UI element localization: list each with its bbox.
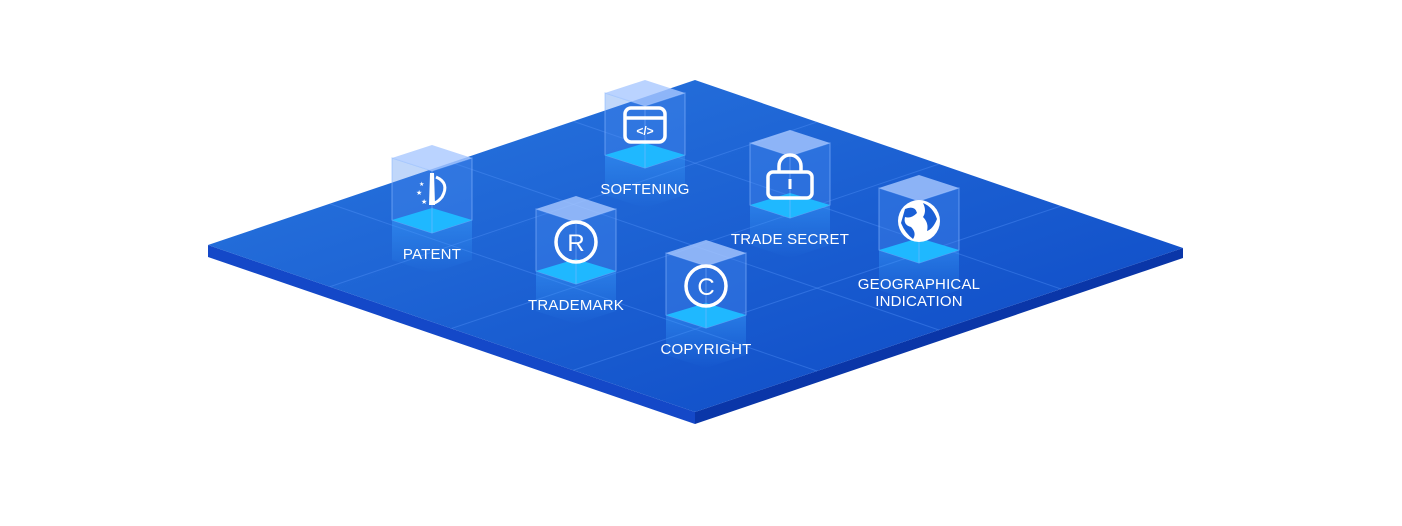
label-patent: PATENT xyxy=(402,246,462,263)
light-column xyxy=(750,205,830,258)
platform-side-left xyxy=(208,245,695,424)
label-line: INDICATION xyxy=(875,293,963,310)
lock-icon xyxy=(766,153,814,200)
platform-side-right xyxy=(695,248,1183,424)
cube-trade-secret[interactable] xyxy=(749,130,831,258)
cube-trademark[interactable]: R xyxy=(535,196,617,324)
patent-icon: ★★★ xyxy=(416,173,447,206)
label-copyright: COPYRIGHT xyxy=(660,341,752,358)
cube-top xyxy=(536,196,616,222)
svg-text:★: ★ xyxy=(416,189,422,197)
light-column xyxy=(536,271,616,324)
cube-top xyxy=(879,175,959,201)
cube-top xyxy=(392,145,472,171)
label-line: GEOGRAPHICAL xyxy=(857,276,981,293)
globe-icon xyxy=(898,200,940,242)
code-window-icon: </> xyxy=(623,106,667,144)
copyright-icon: C xyxy=(684,264,728,308)
cube-copyright[interactable]: C xyxy=(665,240,747,368)
label-softening: SOFTENING xyxy=(600,181,690,198)
svg-text:★: ★ xyxy=(419,181,424,188)
cube-patent[interactable]: ★★★ xyxy=(391,145,473,273)
light-column xyxy=(392,220,472,273)
cube-top xyxy=(666,240,746,266)
svg-text:C: C xyxy=(697,274,714,301)
svg-text:★: ★ xyxy=(421,198,427,206)
label-trademark: TRADEMARK xyxy=(528,297,624,314)
light-column xyxy=(666,315,746,368)
svg-text:R: R xyxy=(567,230,584,257)
cube-geographical-indication[interactable] xyxy=(878,175,960,303)
cube-softening[interactable]: </> xyxy=(604,80,686,208)
light-column xyxy=(879,250,959,303)
cube-top xyxy=(605,80,685,106)
svg-text:</>: </> xyxy=(636,124,653,138)
label-trade-secret: TRADE SECRET xyxy=(730,231,850,248)
cube-top xyxy=(750,130,830,156)
registered-icon: R xyxy=(554,220,598,264)
light-column xyxy=(605,155,685,208)
